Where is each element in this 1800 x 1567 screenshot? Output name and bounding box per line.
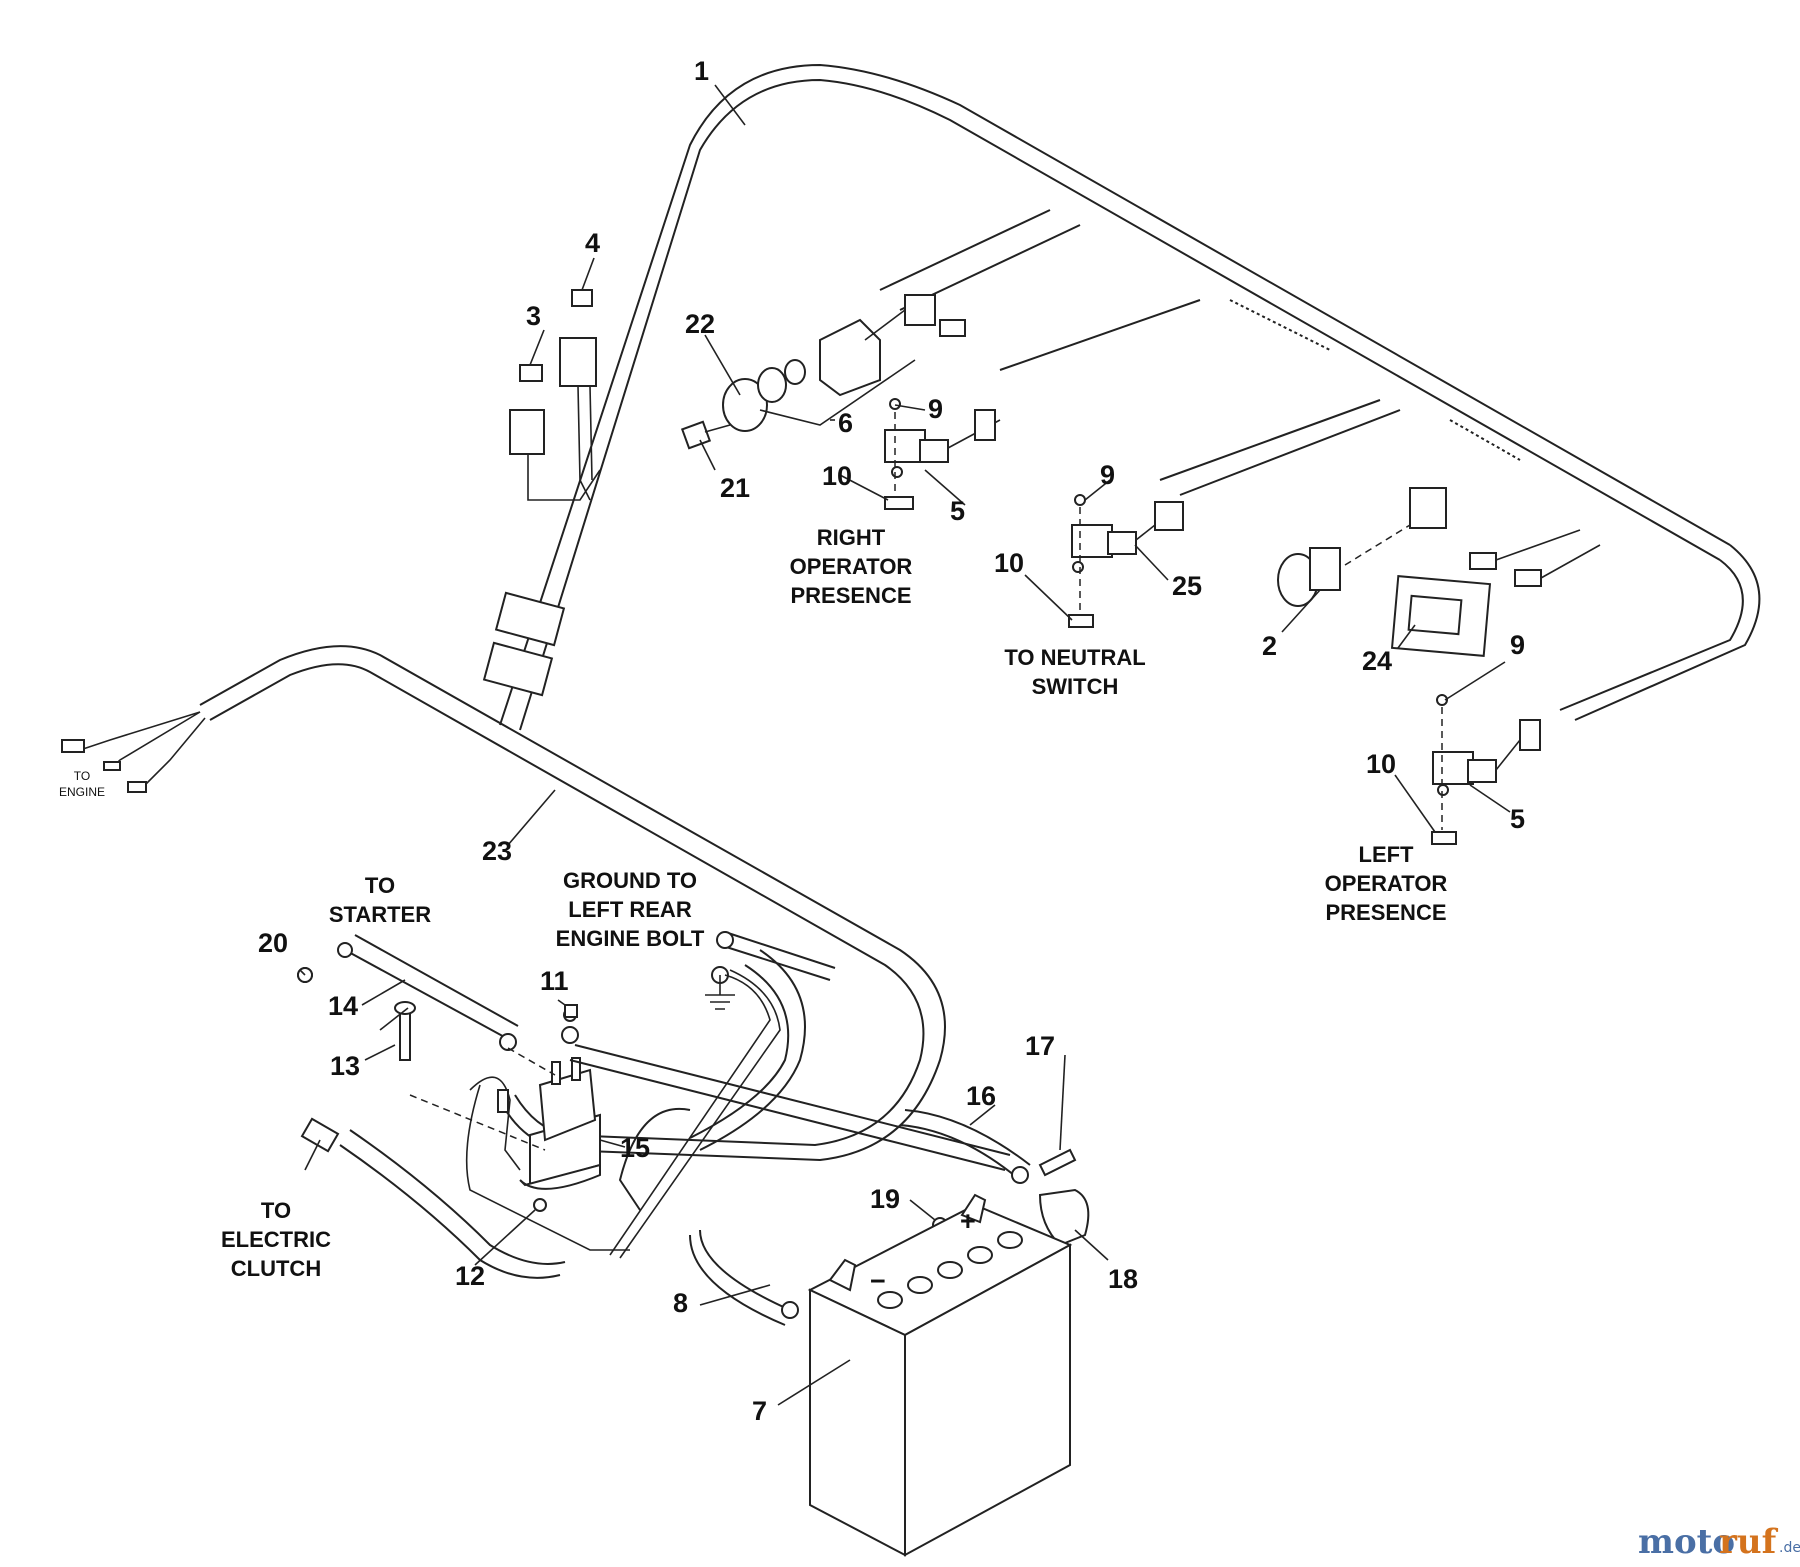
watermark-logo: moto ruf .de xyxy=(1638,1522,1800,1562)
callout-7: 7 xyxy=(752,1396,767,1426)
callout-5-left: 5 xyxy=(1510,804,1525,834)
lower-harness xyxy=(61,591,946,1211)
caption-clutch-line1: TO xyxy=(261,1198,291,1223)
caption-right-operator-line3: PRESENCE xyxy=(790,583,911,608)
callout-14: 14 xyxy=(328,991,358,1021)
caption-left-operator-line3: PRESENCE xyxy=(1325,900,1446,925)
caption-ground-line3: ENGINE BOLT xyxy=(556,926,705,951)
callout-12: 12 xyxy=(455,1261,485,1291)
caption-starter-line2: STARTER xyxy=(329,902,431,927)
callout-25: 25 xyxy=(1172,571,1202,601)
ignition-switch-assembly xyxy=(680,294,966,450)
caption-to-engine-line1: TO xyxy=(74,769,90,783)
callout-18: 18 xyxy=(1108,1264,1138,1294)
battery-positive-label: + xyxy=(960,1206,976,1236)
callout-19: 19 xyxy=(870,1184,900,1214)
callout-20: 20 xyxy=(258,928,288,958)
callout-9-neutral: 9 xyxy=(1100,460,1115,490)
callout-1: 1 xyxy=(694,56,709,86)
alarm-and-hourmeter xyxy=(1277,487,1601,657)
caption-starter-line1: TO xyxy=(365,873,395,898)
callout-15: 15 xyxy=(620,1133,650,1163)
fuse-holder-assembly xyxy=(509,289,601,501)
callout-13: 13 xyxy=(330,1051,360,1081)
caption-neutral-line1: TO NEUTRAL xyxy=(1004,645,1145,670)
captions: RIGHT OPERATOR PRESENCE TO NEUTRAL SWITC… xyxy=(59,525,1447,1281)
callout-22: 22 xyxy=(685,309,715,339)
callout-8: 8 xyxy=(673,1288,688,1318)
caption-neutral-line2: SWITCH xyxy=(1032,674,1119,699)
callout-24: 24 xyxy=(1362,646,1392,676)
callout-16: 16 xyxy=(966,1081,996,1111)
callout-9-right: 9 xyxy=(928,394,943,424)
callout-23: 23 xyxy=(482,836,512,866)
callout-5-right: 5 xyxy=(950,496,965,526)
watermark-suffix: .de xyxy=(1779,1540,1800,1556)
presence-switches xyxy=(884,398,1541,845)
callout-6: 6 xyxy=(838,408,853,438)
callout-10-right: 10 xyxy=(822,461,852,491)
callout-2: 2 xyxy=(1262,631,1277,661)
leader-lines xyxy=(299,84,1511,1406)
caption-ground-line2: LEFT REAR xyxy=(568,897,692,922)
caption-right-operator-line1: RIGHT xyxy=(817,525,886,550)
caption-ground-line1: GROUND TO xyxy=(563,868,697,893)
callout-21: 21 xyxy=(720,473,750,503)
callout-17: 17 xyxy=(1025,1031,1055,1061)
watermark-part2: ruf xyxy=(1719,1522,1779,1562)
caption-to-engine-line2: ENGINE xyxy=(59,785,105,799)
caption-right-operator-line2: OPERATOR xyxy=(790,554,913,579)
callout-9-left: 9 xyxy=(1510,630,1525,660)
battery-negative-label: − xyxy=(870,1266,886,1296)
watermark-part1: moto xyxy=(1638,1522,1735,1562)
callout-10-neutral: 10 xyxy=(994,548,1024,578)
callout-3: 3 xyxy=(526,301,541,331)
caption-left-operator-line2: OPERATOR xyxy=(1325,871,1448,896)
caption-left-operator-line1: LEFT xyxy=(1359,842,1415,867)
callout-numbers: 1 2 3 4 5 5 6 7 8 9 9 9 10 10 10 11 12 1… xyxy=(258,56,1525,1426)
caption-clutch-line3: CLUTCH xyxy=(231,1256,321,1281)
caption-clutch-line2: ELECTRIC xyxy=(221,1227,331,1252)
battery: + − xyxy=(807,1193,1073,1557)
callout-11: 11 xyxy=(540,966,569,996)
callout-4: 4 xyxy=(585,228,600,258)
callout-10-left: 10 xyxy=(1366,749,1396,779)
starter-solenoid-assembly xyxy=(297,931,1090,1326)
main-harness xyxy=(499,63,1761,731)
